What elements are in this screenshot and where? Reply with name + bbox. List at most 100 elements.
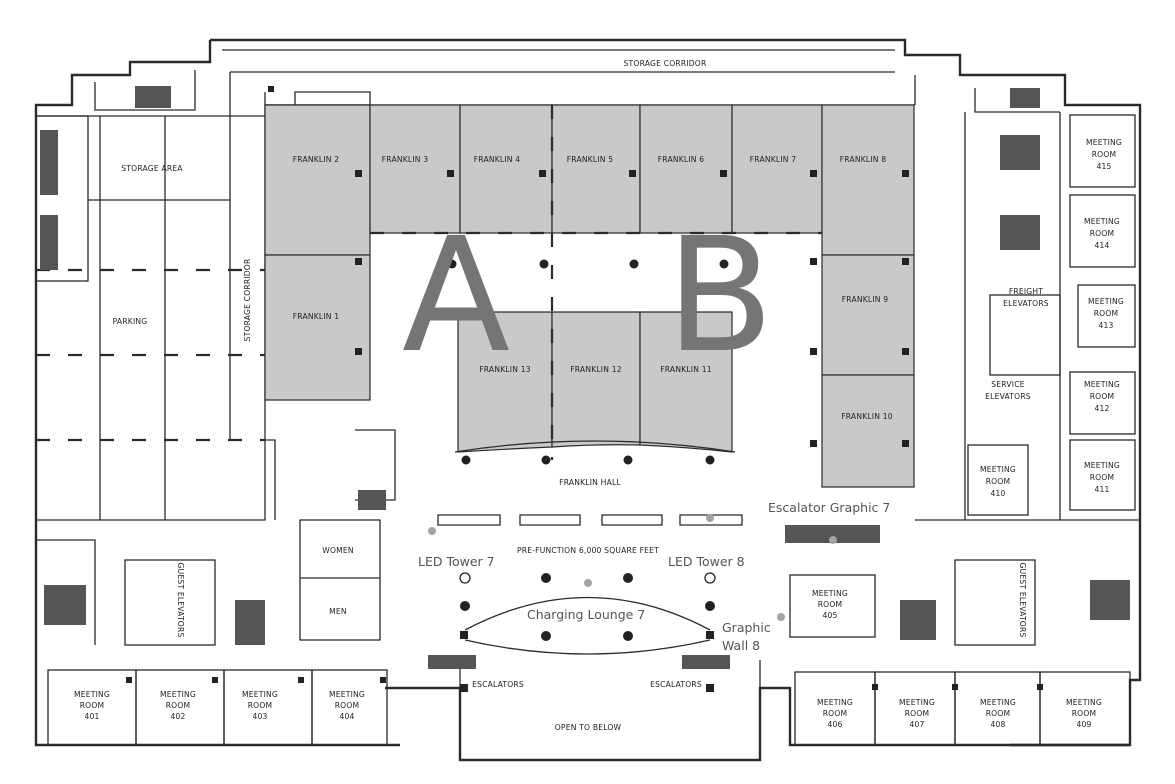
restrooms xyxy=(299,429,396,641)
meeting-room-number: 413 xyxy=(1098,321,1113,330)
guest-elevators-right-label: GUEST ELEVATORS xyxy=(1018,563,1027,638)
franklin-1-label: FRANKLIN 1 xyxy=(293,312,340,321)
franklin-8-label: FRANKLIN 8 xyxy=(840,155,887,164)
franklin-4-room xyxy=(459,104,553,234)
meeting-room-line1: MEETING xyxy=(980,465,1016,474)
franklin-2-room xyxy=(264,104,371,256)
escalator-graphic-dot[interactable] xyxy=(829,536,837,544)
franklin-12-room xyxy=(551,311,641,448)
graphic-wall-marker[interactable]: Graphic Wall 8 xyxy=(722,613,785,653)
meeting-room-line1: MEETING xyxy=(242,690,278,699)
meeting-room-line1: MEETING xyxy=(1066,698,1102,707)
meeting-room-403: MEETING ROOM 403 xyxy=(242,690,278,721)
meeting-room-411: MEETING ROOM 411 xyxy=(1084,461,1120,494)
meeting-room-line2: ROOM xyxy=(823,709,848,718)
charging-lounge-dot[interactable] xyxy=(584,579,592,587)
meeting-room-414: MEETING ROOM 414 xyxy=(1084,217,1120,250)
meeting-rows-right xyxy=(794,671,1131,746)
led-tower-8-label: LED Tower 8 xyxy=(668,554,745,569)
meeting-room-number: 408 xyxy=(990,720,1005,729)
service-elevators-label-1: SERVICE xyxy=(991,380,1024,389)
freight-elevators-label-2: ELEVATORS xyxy=(1003,299,1049,308)
meeting-room-line1: MEETING xyxy=(160,690,196,699)
charging-lounge-marker[interactable]: Charging Lounge 7 xyxy=(527,579,645,622)
meeting-room-line2: ROOM xyxy=(80,701,105,710)
led-tower-8-marker[interactable]: LED Tower 8 xyxy=(668,514,745,569)
led-tower-7-dot[interactable] xyxy=(428,527,436,535)
columns xyxy=(268,86,909,465)
meeting-room-line2: ROOM xyxy=(986,709,1011,718)
meeting-room-line1: MEETING xyxy=(1084,380,1120,389)
parking-label: PARKING xyxy=(113,317,148,326)
meeting-room-line2: ROOM xyxy=(1090,392,1115,401)
franklin-11-label: FRANKLIN 11 xyxy=(660,365,712,374)
meeting-room-line2: ROOM xyxy=(1072,709,1097,718)
meeting-room-line1: MEETING xyxy=(899,698,935,707)
storage-corridor-top-label: STORAGE CORRIDOR xyxy=(624,59,707,68)
meeting-room-404: MEETING ROOM 404 xyxy=(329,690,365,721)
meeting-room-line2: ROOM xyxy=(986,477,1011,486)
graphic-wall-dot[interactable] xyxy=(777,613,785,621)
meeting-room-number: 405 xyxy=(822,611,837,620)
prefunction-label: PRE-FUNCTION 6,000 SQUARE FEET xyxy=(517,546,659,555)
franklin-hall-label: FRANKLIN HALL xyxy=(559,478,621,487)
franklin-12-label: FRANKLIN 12 xyxy=(570,365,622,374)
meeting-room-number: 409 xyxy=(1076,720,1091,729)
meeting-room-number: 414 xyxy=(1094,241,1109,250)
franklin-10-label: FRANKLIN 10 xyxy=(841,412,893,421)
meeting-room-number: 401 xyxy=(84,712,99,721)
escalators-right-label: ESCALATORS xyxy=(650,680,702,689)
franklin-6-room xyxy=(639,104,733,234)
meeting-room-line2: ROOM xyxy=(1094,309,1119,318)
meeting-rows-left xyxy=(47,669,388,746)
meeting-room-number: 406 xyxy=(827,720,842,729)
service-elevators-label-2: ELEVATORS xyxy=(985,392,1031,401)
meeting-room-number: 402 xyxy=(170,712,185,721)
meeting-room-413: MEETING ROOM 413 xyxy=(1088,297,1124,330)
meeting-room-line2: ROOM xyxy=(335,701,360,710)
escalators-left-label: ESCALATORS xyxy=(472,680,524,689)
franklin-7-label: FRANKLIN 7 xyxy=(750,155,797,164)
storage-area xyxy=(35,115,265,282)
franklin-2-label: FRANKLIN 2 xyxy=(293,155,340,164)
zone-b-letter: B xyxy=(666,204,774,388)
meeting-room-407: MEETING ROOM 407 xyxy=(899,698,935,729)
franklin-5-room xyxy=(551,104,641,234)
stairs-left-upper xyxy=(40,86,171,270)
meeting-room-406: MEETING ROOM 406 xyxy=(817,698,853,729)
franklin-5-label: FRANKLIN 5 xyxy=(567,155,614,164)
led-tower-7-marker[interactable]: LED Tower 7 xyxy=(418,527,495,569)
parking-grid xyxy=(36,116,276,521)
escalator-graphic-marker[interactable]: Escalator Graphic 7 xyxy=(768,500,890,544)
meeting-room-408: MEETING ROOM 408 xyxy=(980,698,1016,729)
meeting-room-410: MEETING ROOM 410 xyxy=(980,465,1016,498)
women-label: WOMEN xyxy=(322,546,354,555)
meeting-room-line1: MEETING xyxy=(1086,138,1122,147)
meeting-room-412: MEETING ROOM 412 xyxy=(1084,380,1120,413)
freight-elevators-label-1: FREIGHT xyxy=(1009,287,1043,296)
franklin-13-label: FRANKLIN 13 xyxy=(479,365,531,374)
led-tower-8-dot[interactable] xyxy=(706,514,714,522)
meeting-room-line2: ROOM xyxy=(1090,229,1115,238)
led-tower-7-label: LED Tower 7 xyxy=(418,554,495,569)
franklin-3-label: FRANKLIN 3 xyxy=(382,155,429,164)
charging-lounge-label: Charging Lounge 7 xyxy=(527,607,645,622)
meeting-room-line1: MEETING xyxy=(980,698,1016,707)
meeting-room-line1: MEETING xyxy=(812,589,848,598)
right-block xyxy=(785,88,1140,646)
meeting-room-line1: MEETING xyxy=(1084,217,1120,226)
meeting-room-line1: MEETING xyxy=(817,698,853,707)
storage-area-label: STORAGE AREA xyxy=(121,164,183,173)
guest-elevators-left-block xyxy=(36,539,265,646)
meeting-room-number: 411 xyxy=(1094,485,1109,494)
meeting-room-402: MEETING ROOM 402 xyxy=(160,690,196,721)
meeting-room-number: 412 xyxy=(1094,404,1109,413)
meeting-room-number: 407 xyxy=(909,720,924,729)
meeting-room-line1: MEETING xyxy=(329,690,365,699)
meeting-room-number: 415 xyxy=(1096,162,1111,171)
escalator-graphic-label: Escalator Graphic 7 xyxy=(768,500,890,515)
open-to-below-label: OPEN TO BELOW xyxy=(555,723,622,732)
graphic-wall-label-1: Graphic xyxy=(722,620,771,635)
franklin-rooms xyxy=(264,104,915,488)
